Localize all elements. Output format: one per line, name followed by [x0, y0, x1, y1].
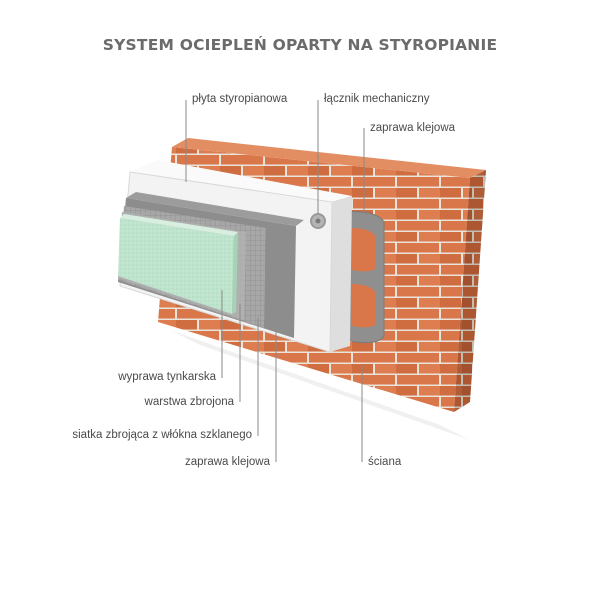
label-zaprawa-klejowa-bottom: zaprawa klejowa	[184, 456, 270, 468]
plaster-finish	[118, 214, 238, 314]
label-warstwa-zbrojona: warstwa zbrojona	[144, 396, 234, 408]
diagram-title: SYSTEM OCIEPLEŃ OPARTY NA STYROPIANIE	[102, 36, 498, 54]
label-sciana: ściana	[368, 456, 402, 468]
leader-lines	[185, 100, 365, 462]
label-plyta-styropianowa: płyta styropianowa	[192, 93, 288, 105]
mechanical-fastener	[310, 213, 326, 229]
label-lacznik-mechaniczny: łącznik mechaniczny	[324, 93, 430, 105]
label-siatka-zbrojaca: siatka zbrojąca z włókna szklanego	[72, 429, 252, 441]
label-wyprawa-tynkarska: wyprawa tynkarska	[118, 371, 216, 383]
adhesive-dabs	[343, 211, 385, 344]
ground-shadow	[170, 330, 470, 440]
label-zaprawa-klejowa-top: zaprawa klejowa	[370, 122, 456, 134]
